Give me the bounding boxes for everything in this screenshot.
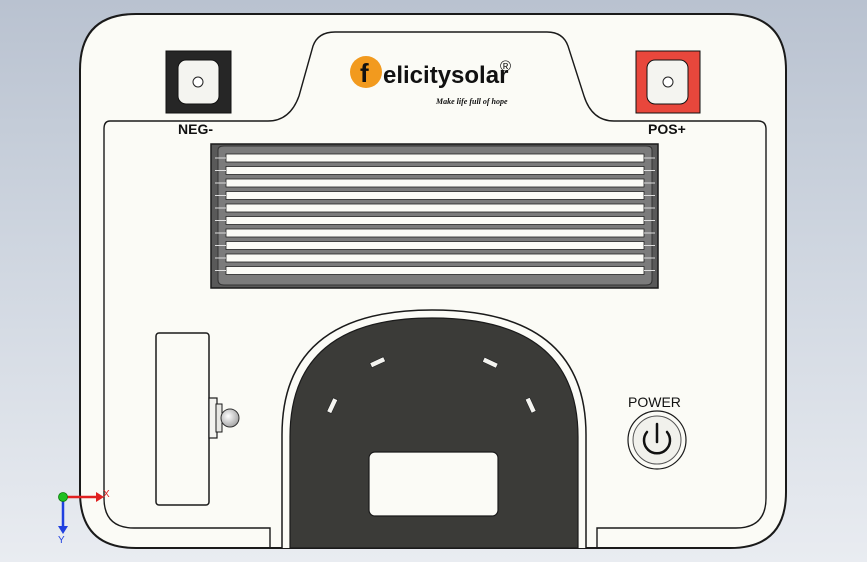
vent-slat: [225, 253, 645, 263]
positive-terminal-label: POS+: [648, 121, 686, 137]
indicator-led: [220, 408, 240, 428]
axis-x-label: X: [103, 489, 110, 500]
axis-triad: X Y: [58, 489, 110, 546]
brand-registered-mark: ®: [500, 58, 511, 75]
vent-slat: [225, 266, 645, 275]
side-port-module: [155, 332, 223, 506]
power-button[interactable]: [627, 410, 687, 470]
brand-tagline: Make life full of hope: [435, 97, 508, 106]
vent-slat: [225, 228, 645, 238]
vent-slat: [225, 203, 645, 213]
power-icon: [642, 422, 672, 455]
vent-slat: [225, 216, 645, 225]
vent-slat: [225, 191, 645, 200]
brand-logo: f elicitysolar ® Make life full of hope: [350, 56, 511, 106]
display-arch: [281, 309, 587, 549]
brand-logo-letter: f: [360, 58, 369, 88]
brand-logo-name: elicitysolar: [383, 62, 508, 89]
negative-terminal[interactable]: [165, 50, 232, 114]
display-indicator-dashes: [326, 356, 537, 414]
negative-terminal-label: NEG-: [178, 121, 213, 137]
lcd-screen: [368, 451, 499, 517]
vent-slats: [215, 153, 655, 275]
vent-slat: [225, 153, 645, 163]
axis-y-label: Y: [58, 535, 65, 546]
vent-slat: [225, 166, 645, 175]
vent-slat: [225, 178, 645, 188]
positive-terminal[interactable]: [635, 50, 701, 114]
vent-slat: [225, 241, 645, 250]
brand-logo-circle: [350, 56, 382, 88]
power-label: POWER: [628, 394, 681, 410]
vent-grille: [210, 143, 659, 289]
